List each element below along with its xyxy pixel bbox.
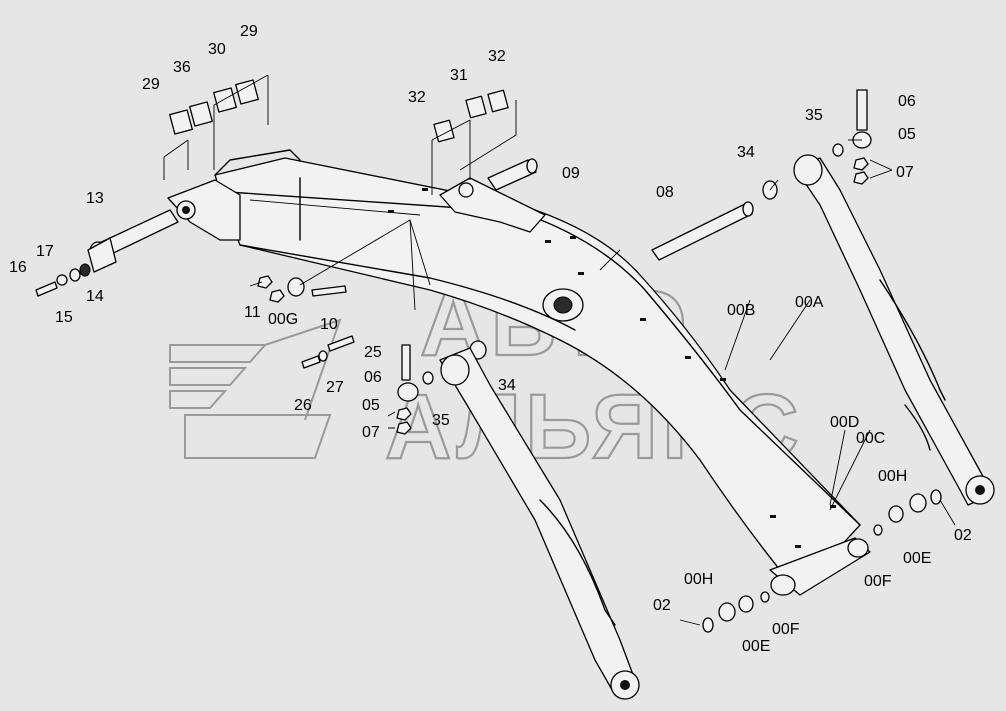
watermark-emblem — [169, 318, 342, 459]
part-labels: 29 36 30 29 32 31 32 09 13 17 16 14 15 1… — [9, 23, 972, 655]
label-08: 08 — [656, 184, 674, 201]
label-00E: 00E — [903, 550, 931, 567]
label-00F: 00F — [864, 573, 892, 590]
label-10: 10 — [320, 316, 338, 333]
label-07: 07 — [896, 164, 914, 181]
label-00A: 00A — [795, 294, 824, 311]
label-15: 15 — [55, 309, 73, 326]
label-16: 16 — [9, 259, 27, 276]
label-02: 02 — [954, 527, 972, 544]
label-32: 32 — [488, 48, 506, 65]
label-29: 29 — [142, 76, 160, 93]
label-00D: 00D — [830, 414, 859, 431]
label-14: 14 — [86, 288, 104, 305]
label-09: 09 — [562, 165, 580, 182]
label-36: 36 — [173, 59, 191, 76]
label-35: 35 — [805, 107, 823, 124]
label-06: 06 — [364, 369, 382, 386]
label-02: 02 — [653, 597, 671, 614]
label-35: 35 — [432, 412, 450, 429]
label-26: 26 — [294, 397, 312, 414]
label-29: 29 — [240, 23, 258, 40]
leader-lines — [163, 74, 956, 626]
cylinders — [439, 154, 995, 700]
label-13: 13 — [86, 190, 104, 207]
label-06: 06 — [898, 93, 916, 110]
label-00E: 00E — [742, 638, 770, 655]
label-00C: 00C — [856, 430, 885, 447]
label-05: 05 — [362, 397, 380, 414]
label-27: 27 — [326, 379, 344, 396]
boom-body — [167, 149, 871, 596]
label-34: 34 — [737, 144, 755, 161]
label-00G: 00G — [268, 311, 298, 328]
parts-small — [35, 79, 942, 633]
label-00B: 00B — [727, 302, 755, 319]
label-00F: 00F — [772, 621, 800, 638]
label-34: 34 — [498, 377, 516, 394]
label-30: 30 — [208, 41, 226, 58]
label-32: 32 — [408, 89, 426, 106]
label-11: 11 — [244, 304, 261, 321]
label-00H: 00H — [684, 571, 713, 588]
label-00H: 00H — [878, 468, 907, 485]
label-05: 05 — [898, 126, 916, 143]
label-17: 17 — [36, 243, 54, 260]
label-31: 31 — [450, 67, 468, 84]
label-07: 07 — [362, 424, 380, 441]
label-25: 25 — [364, 344, 382, 361]
